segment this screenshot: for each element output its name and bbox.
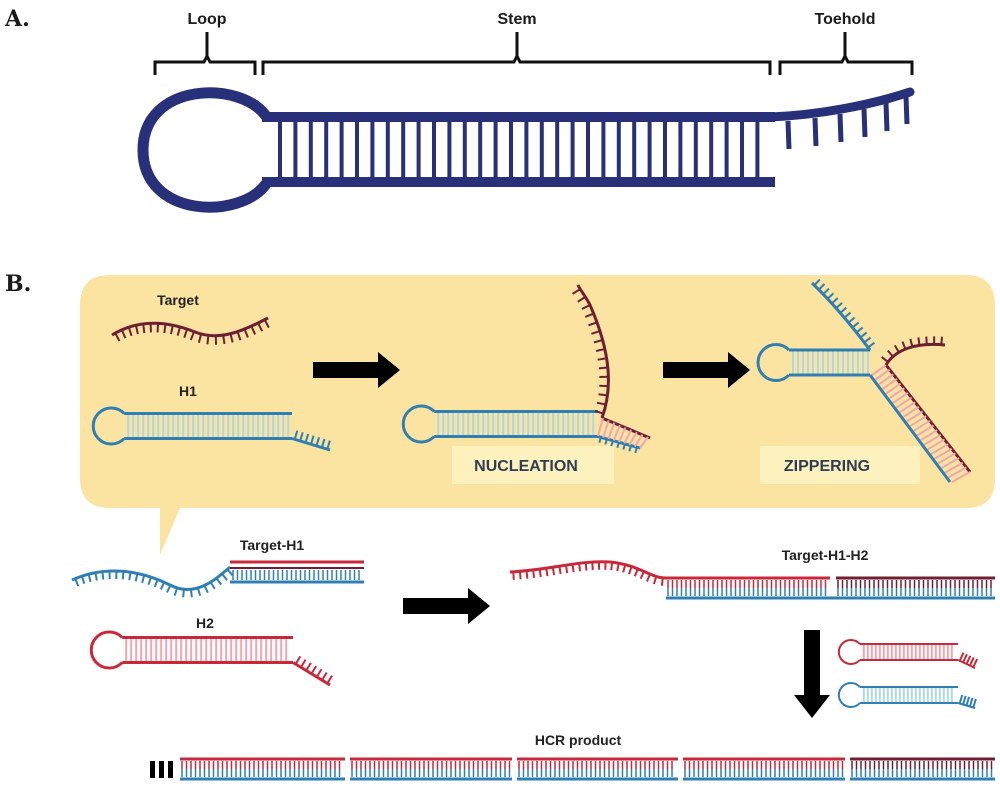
toehold-bracket (778, 52, 914, 75)
toehold-bases (785, 95, 910, 150)
loop-label: Loop (187, 11, 226, 28)
h1-hairpin (91, 406, 331, 452)
toehold-label: Toehold (814, 11, 875, 28)
arrow-to-nucleation (313, 352, 400, 388)
target-h1-h2-label: Target-H1-H2 (782, 547, 869, 563)
hcr-product-label: HCR product (535, 732, 622, 748)
continuation-bars (150, 761, 173, 778)
h2-hairpin-small (837, 639, 979, 669)
arrow-to-hcr-product (794, 630, 830, 718)
stem-label: Stem (497, 11, 536, 28)
target-h1-duplex (71, 560, 364, 598)
arrow-to-zippering (663, 352, 750, 388)
nucleation-label: NUCLEATION (474, 458, 578, 475)
hairpin-loop (137, 87, 272, 213)
hcr-product-polymer (180, 757, 995, 781)
hairpin-toehold-strand (765, 87, 915, 122)
target-h1-h2-duplex (509, 560, 995, 600)
loop-bracket (153, 52, 257, 75)
target-label: Target (157, 292, 199, 308)
arrow-to-target-h1-h2 (403, 588, 490, 624)
nucleation-label-box (452, 446, 614, 484)
target-h1-label: Target-H1 (240, 537, 305, 553)
h2-label: H2 (196, 615, 214, 631)
h2-hairpin (89, 630, 333, 687)
h1-label: H1 (179, 383, 197, 399)
target-bases (114, 319, 270, 345)
hairpin-stem-base-pairs (278, 120, 760, 179)
panel-b-letter: B. (5, 271, 31, 297)
zippering-label: ZIPPERING (784, 458, 870, 475)
stem-bracket (261, 52, 772, 75)
nucleation-complex (401, 284, 651, 454)
panel-a-letter: A. (4, 6, 30, 32)
zippering-label-box (760, 446, 920, 484)
h1-hairpin-small (837, 682, 977, 709)
zippering-complex (756, 278, 972, 483)
